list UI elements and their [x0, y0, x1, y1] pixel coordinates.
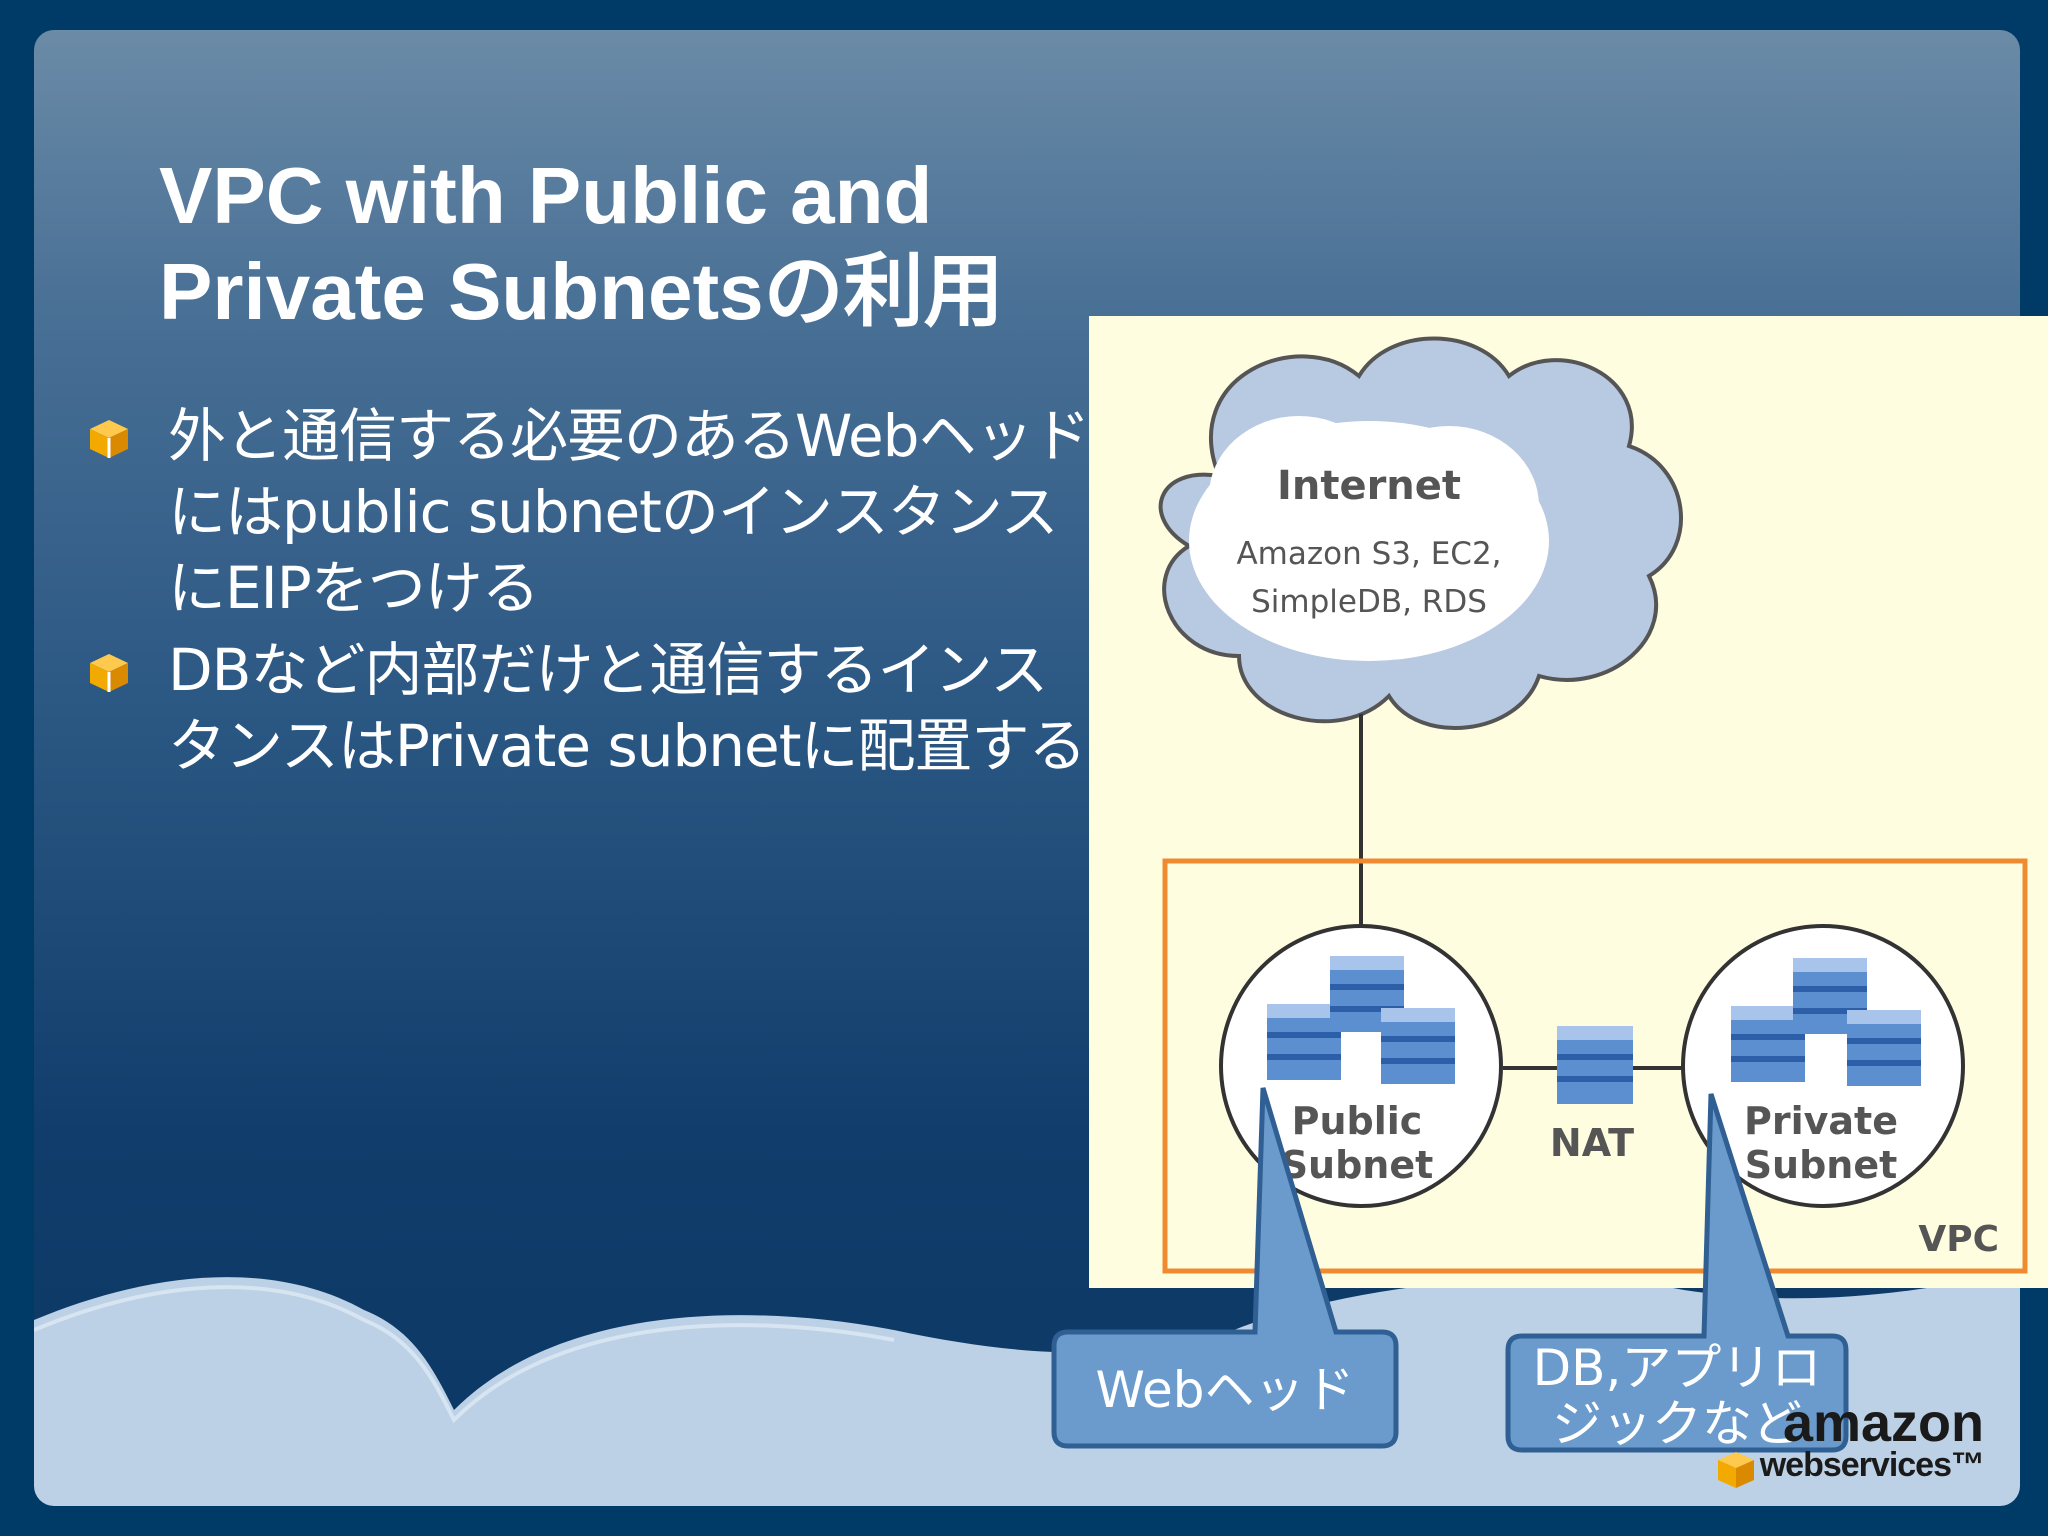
private-subnet-line-2: Subnet	[1745, 1143, 1898, 1187]
bullet-item: 外と通信する必要のあるWebヘッドにはpublic subnetのインスタンスに…	[86, 398, 1096, 626]
bullet-text: DBなど内部だけと通信するインスタンスはPrivate subnetに配置する	[168, 636, 1086, 780]
nat-server-icon	[1557, 1026, 1633, 1104]
vpc-boundary	[1162, 858, 2028, 1274]
db-callout-line-2: ジックなど	[1552, 1395, 1802, 1453]
db-callout-line-1: DB,アプリロ	[1532, 1339, 1822, 1397]
internet-services-line-1: Amazon S3, EC2,	[1236, 536, 1501, 572]
vpc-diagram: Internet Amazon S3, EC2, SimpleDB, RDS V…	[1089, 316, 2048, 1288]
internet-label: Internet	[1277, 463, 1461, 509]
db-callout-shape	[1505, 1093, 1849, 1453]
private-subnet-node	[1681, 924, 1965, 1208]
server-stack-icon	[1731, 958, 1921, 1086]
amazon-web-services-logo: amazon webservices™	[1714, 1392, 1994, 1502]
cube-bullet-icon	[90, 420, 128, 458]
cube-bullet-icon	[90, 654, 128, 692]
public-subnet-node	[1219, 924, 1503, 1208]
bullet-text: 外と通信する必要のあるWebヘッドにはpublic subnetのインスタンスに…	[168, 402, 1090, 622]
web-head-callout-label: Webヘッド	[1095, 1361, 1355, 1419]
public-subnet-line-1: Public	[1292, 1099, 1423, 1143]
diagram-canvas: Internet Amazon S3, EC2, SimpleDB, RDS V…	[1158, 336, 2028, 1274]
public-subnet-line-2: Subnet	[1281, 1143, 1434, 1187]
logo-subtext: webservices™	[1759, 1446, 1985, 1484]
web-head-callout: Webヘッド	[1054, 1362, 1396, 1418]
bullet-item: DBなど内部だけと通信するインスタンスはPrivate subnetに配置する	[86, 632, 1096, 784]
logo-wordmark: amazon	[1782, 1393, 1984, 1453]
vpc-label: VPC	[1918, 1219, 1999, 1260]
slide-title: VPC with Public and Private Subnetsの利用	[159, 148, 1159, 340]
web-head-callout-shape	[1051, 1087, 1399, 1449]
nat-label: NAT	[1550, 1121, 1634, 1165]
title-line-2: Private Subnetsの利用	[159, 247, 1004, 336]
private-subnet-line-1: Private	[1744, 1099, 1898, 1143]
title-line-1: VPC with Public and	[159, 151, 933, 240]
bullet-list: 外と通信する必要のあるWebヘッドにはpublic subnetのインスタンスに…	[86, 398, 1096, 790]
internet-services-line-2: SimpleDB, RDS	[1251, 584, 1487, 620]
server-stack-icon	[1267, 956, 1455, 1084]
aws-cube-icon	[1718, 1452, 1754, 1488]
db-callout: DB,アプリロ ジックなど	[1508, 1340, 1846, 1452]
